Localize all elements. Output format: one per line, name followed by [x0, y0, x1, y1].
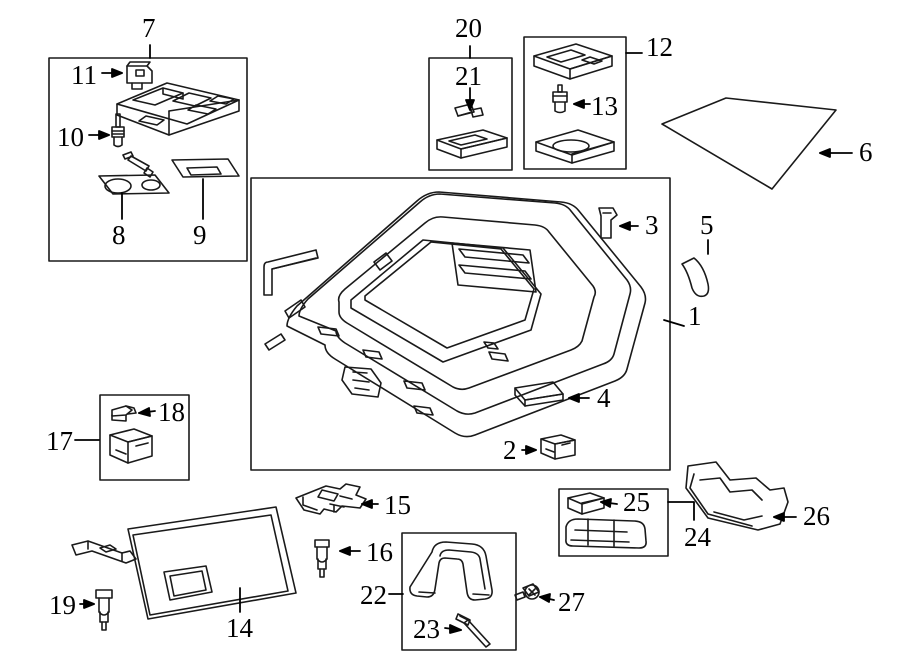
callout-23[interactable]: 23 — [413, 614, 440, 644]
callout-7[interactable]: 7 — [142, 13, 156, 43]
part-15-bracket — [295, 483, 367, 515]
part-24-handle — [565, 518, 647, 549]
part-bulb-small — [122, 151, 154, 178]
part-3-hook — [598, 207, 618, 239]
box-1 — [250, 177, 671, 471]
part-13-bulb — [552, 84, 568, 114]
part-17-clip — [109, 428, 153, 464]
callout-20[interactable]: 20 — [455, 13, 482, 43]
callout-6[interactable]: 6 — [859, 137, 873, 167]
part-27-screw — [514, 583, 540, 601]
part-4-cover — [514, 381, 564, 407]
callout-24[interactable]: 24 — [684, 522, 711, 552]
leader-lines — [74, 44, 853, 634]
part-6-panel — [661, 97, 837, 190]
callout-13[interactable]: 13 — [591, 91, 618, 121]
callout-8[interactable]: 8 — [112, 220, 126, 250]
box-17 — [99, 394, 190, 481]
part-7-dome-lamp — [116, 82, 240, 136]
part-10-bulb — [111, 113, 125, 148]
part-14-sun-visor — [127, 506, 297, 620]
part-2-clip — [540, 434, 576, 460]
callout-10[interactable]: 10 — [57, 122, 84, 152]
part-12-lamp — [533, 43, 613, 80]
box-22 — [401, 532, 517, 651]
callout-19[interactable]: 19 — [49, 590, 76, 620]
part-visor-hinge — [71, 540, 137, 564]
part-26-trim-panel — [685, 461, 789, 531]
callout-11[interactable]: 11 — [71, 60, 97, 90]
callout-12[interactable]: 12 — [646, 32, 673, 62]
part-9-bezel — [171, 158, 240, 178]
callout-26[interactable]: 26 — [803, 501, 830, 531]
callout-14[interactable]: 14 — [226, 613, 253, 643]
part-21-bulb — [454, 103, 484, 118]
box-12 — [523, 36, 627, 170]
part-trim-strip — [263, 249, 319, 296]
part-18-clip — [111, 405, 137, 422]
part-16-pin — [314, 539, 330, 578]
callout-1[interactable]: 1 — [688, 301, 702, 331]
callout-5[interactable]: 5 — [700, 210, 714, 240]
part-23-screw — [455, 613, 491, 648]
callout-22[interactable]: 22 — [360, 580, 387, 610]
part-22-assist-handle — [409, 541, 493, 601]
part-8-lens — [98, 174, 170, 195]
callout-17[interactable]: 17 — [46, 426, 73, 456]
part-5-trim — [681, 257, 710, 298]
part-20-lamp — [436, 129, 508, 159]
box-7 — [48, 57, 248, 262]
callout-18[interactable]: 18 — [158, 397, 185, 427]
part-12-lens — [535, 129, 615, 164]
part-25-bracket — [567, 492, 605, 515]
part-1-headliner — [264, 191, 647, 438]
callout-16[interactable]: 16 — [366, 537, 393, 567]
part-11-switch — [126, 61, 153, 90]
callout-15[interactable]: 15 — [384, 490, 411, 520]
callout-4[interactable]: 4 — [597, 383, 611, 413]
box-24 — [558, 488, 669, 557]
part-19-pin — [95, 589, 113, 631]
callout-21[interactable]: 21 — [455, 61, 482, 91]
callout-2[interactable]: 2 — [503, 435, 517, 465]
callout-3[interactable]: 3 — [645, 210, 659, 240]
callout-25[interactable]: 25 — [623, 487, 650, 517]
callout-9[interactable]: 9 — [193, 220, 207, 250]
callout-27[interactable]: 27 — [558, 587, 585, 617]
